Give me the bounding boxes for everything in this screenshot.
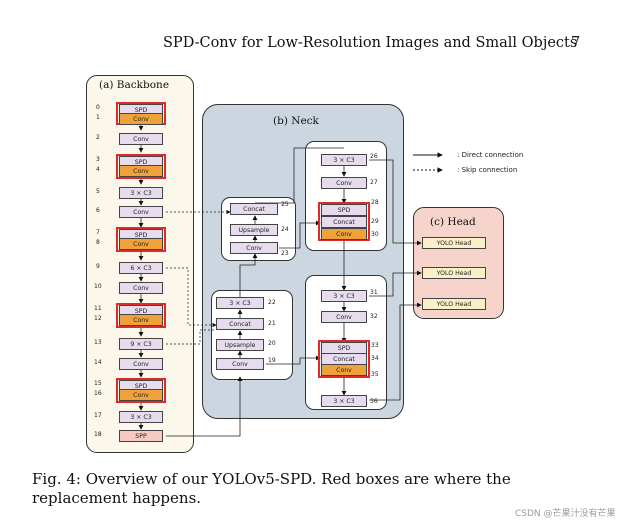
backbone-node: 3 × C3 xyxy=(119,411,163,423)
neck-node: Concat xyxy=(230,203,278,215)
backbone-node: Conv xyxy=(119,282,163,294)
watermark: CSDN @芒果汁没有芒果 xyxy=(515,509,616,519)
neck-title: (b) Neck xyxy=(273,115,319,127)
neck-node: SPD xyxy=(321,204,367,216)
neck-node: 3 × C3 xyxy=(321,395,367,407)
layer-index: 7 xyxy=(96,229,100,236)
layer-index: 24 xyxy=(281,226,289,233)
layer-index: 29 xyxy=(371,218,379,225)
layer-index: 26 xyxy=(370,153,378,160)
backbone-node: 6 × C3 xyxy=(119,262,163,274)
neck-node: Conv xyxy=(230,242,278,254)
backbone-node: Conv xyxy=(119,133,163,145)
backbone-node: 3 × C3 xyxy=(119,187,163,199)
layer-index: 1 xyxy=(96,114,100,121)
yolo-head-node: YOLO Head xyxy=(422,237,486,249)
neck-node: 3 × C3 xyxy=(321,154,367,166)
layer-index: 15 xyxy=(94,380,102,387)
layer-index: 13 xyxy=(94,339,102,346)
layer-index: 21 xyxy=(268,320,276,327)
neck-node: Conv xyxy=(321,228,367,240)
neck-node: 3 × C3 xyxy=(321,290,367,302)
legend-direct-connection: : Direct connection xyxy=(457,151,524,159)
neck-node: Concat xyxy=(216,318,264,330)
backbone-node: 9 × C3 xyxy=(119,338,163,350)
yolo-head-node: YOLO Head xyxy=(422,298,486,310)
backbone-node: Conv xyxy=(119,206,163,218)
neck-node: Conv xyxy=(321,311,367,323)
legend-skip-connection: : Skip connection xyxy=(457,166,518,174)
replacement-box xyxy=(318,340,370,378)
layer-index: 25 xyxy=(281,201,289,208)
layer-index: 4 xyxy=(96,166,100,173)
backbone-node: Conv xyxy=(119,113,163,125)
layer-index: 19 xyxy=(268,357,276,364)
layer-index: 36 xyxy=(370,398,378,405)
layer-index: 32 xyxy=(370,313,378,320)
backbone-title: (a) Backbone xyxy=(99,79,170,91)
neck-node: Concat xyxy=(321,216,367,228)
backbone-node: Conv xyxy=(119,358,163,370)
layer-index: 18 xyxy=(94,431,102,438)
backbone-node: Conv xyxy=(119,314,163,326)
layer-index: 12 xyxy=(94,315,102,322)
running-title: SPD-Conv for Low-Resolution Images and S… xyxy=(163,35,578,51)
neck-node: Conv xyxy=(216,358,264,370)
layer-index: 23 xyxy=(281,250,289,257)
replacement-box xyxy=(318,202,370,241)
layer-index: 30 xyxy=(371,231,379,238)
layer-index: 16 xyxy=(94,390,102,397)
layer-index: 0 xyxy=(96,104,100,111)
layer-index: 34 xyxy=(371,355,379,362)
page-number: 7 xyxy=(571,35,581,51)
replacement-box xyxy=(116,378,166,403)
neck-node: 3 × C3 xyxy=(216,297,264,309)
layer-index: 14 xyxy=(94,359,102,366)
neck-node: Upsample xyxy=(216,339,264,351)
backbone-node: Conv xyxy=(119,238,163,250)
yolo-head-node: YOLO Head xyxy=(422,267,486,279)
layer-index: 2 xyxy=(96,134,100,141)
head-title: (c) Head xyxy=(430,216,476,228)
layer-index: 3 xyxy=(96,156,100,163)
neck-node: Upsample xyxy=(230,224,278,236)
layer-index: 8 xyxy=(96,239,100,246)
layer-index: 17 xyxy=(94,412,102,419)
layer-index: 35 xyxy=(371,371,379,378)
layer-index: 33 xyxy=(371,342,379,349)
neck-node: Conv xyxy=(321,177,367,189)
neck-node: Conv xyxy=(321,364,367,376)
layer-index: 6 xyxy=(96,207,100,214)
layer-index: 22 xyxy=(268,299,276,306)
layer-index: 31 xyxy=(370,289,378,296)
replacement-box xyxy=(116,227,166,252)
replacement-box xyxy=(116,154,166,179)
replacement-box xyxy=(116,303,166,328)
layer-index: 5 xyxy=(96,188,100,195)
layer-index: 20 xyxy=(268,340,276,347)
figure-caption: Fig. 4: Overview of our YOLOv5-SPD. Red … xyxy=(32,470,511,507)
layer-index: 27 xyxy=(370,179,378,186)
layer-index: 10 xyxy=(94,283,102,290)
backbone-node: Conv xyxy=(119,389,163,401)
layer-index: 9 xyxy=(96,263,100,270)
layer-index: 11 xyxy=(94,305,102,312)
backbone-node: Conv xyxy=(119,165,163,177)
layer-index: 28 xyxy=(371,199,379,206)
backbone-node: SPP xyxy=(119,430,163,442)
